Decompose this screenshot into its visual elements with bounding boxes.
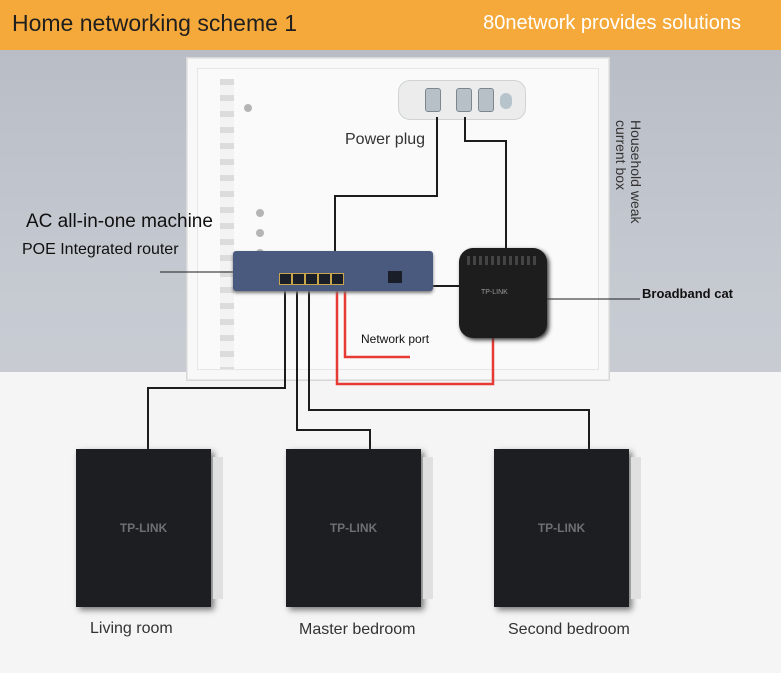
weak-current-box-label: Household weak current box — [613, 120, 644, 224]
power-cable-modem — [464, 117, 507, 255]
ap-side — [423, 457, 433, 599]
ap-side — [213, 457, 223, 599]
ap-side — [631, 457, 641, 599]
room-label-living: Living room — [90, 620, 173, 637]
power-switch — [500, 93, 512, 109]
header-banner: Home networking scheme 1 80network provi… — [0, 0, 781, 50]
modem-logo: TP-LINK — [481, 289, 508, 296]
power-outlet — [478, 88, 494, 112]
cable-living-room — [147, 285, 286, 449]
power-plug-label: Power plug — [345, 131, 426, 148]
cable-master-bedroom — [296, 285, 371, 449]
access-point-master-bedroom: TP-LINK — [286, 449, 433, 607]
network-port-label: Network port — [361, 332, 430, 346]
screw-hole — [256, 229, 264, 237]
room-label-second: Second bedroom — [508, 621, 630, 638]
screw-hole — [244, 104, 252, 112]
router-port — [318, 273, 331, 285]
screw-hole — [256, 209, 264, 217]
ap-logo: TP-LINK — [119, 521, 168, 535]
access-point-second-bedroom: TP-LINK — [494, 449, 641, 607]
power-outlet — [425, 88, 441, 112]
router-port — [305, 273, 318, 285]
room-label-master: Master bedroom — [299, 621, 416, 638]
router-power-port — [388, 271, 402, 283]
diagram-title: Home networking scheme 1 — [12, 10, 298, 36]
router-port — [331, 273, 344, 285]
power-outlet — [456, 88, 472, 112]
broadband-modem: TP-LINK — [459, 248, 547, 338]
router-port — [292, 273, 305, 285]
router-port — [279, 273, 292, 285]
power-cable-router — [334, 117, 438, 255]
network-port-cable — [335, 285, 495, 386]
network-port-cable — [343, 285, 410, 359]
ap-logo: TP-LINK — [329, 521, 378, 535]
poe-router-label: POE Integrated router — [22, 241, 179, 258]
access-point-living-room: TP-LINK — [76, 449, 223, 607]
cable-second-bedroom — [308, 285, 590, 449]
poe-router — [233, 251, 433, 291]
ap-logo: TP-LINK — [537, 521, 586, 535]
modem-vent — [467, 256, 539, 265]
power-strip — [398, 80, 526, 120]
mounting-rail — [220, 79, 234, 369]
ac-machine-label: AC all-in-one machine — [26, 211, 213, 232]
diagram-subtitle: 80network provides solutions — [483, 12, 741, 34]
broadband-cat-label: Broadband cat — [642, 286, 734, 301]
